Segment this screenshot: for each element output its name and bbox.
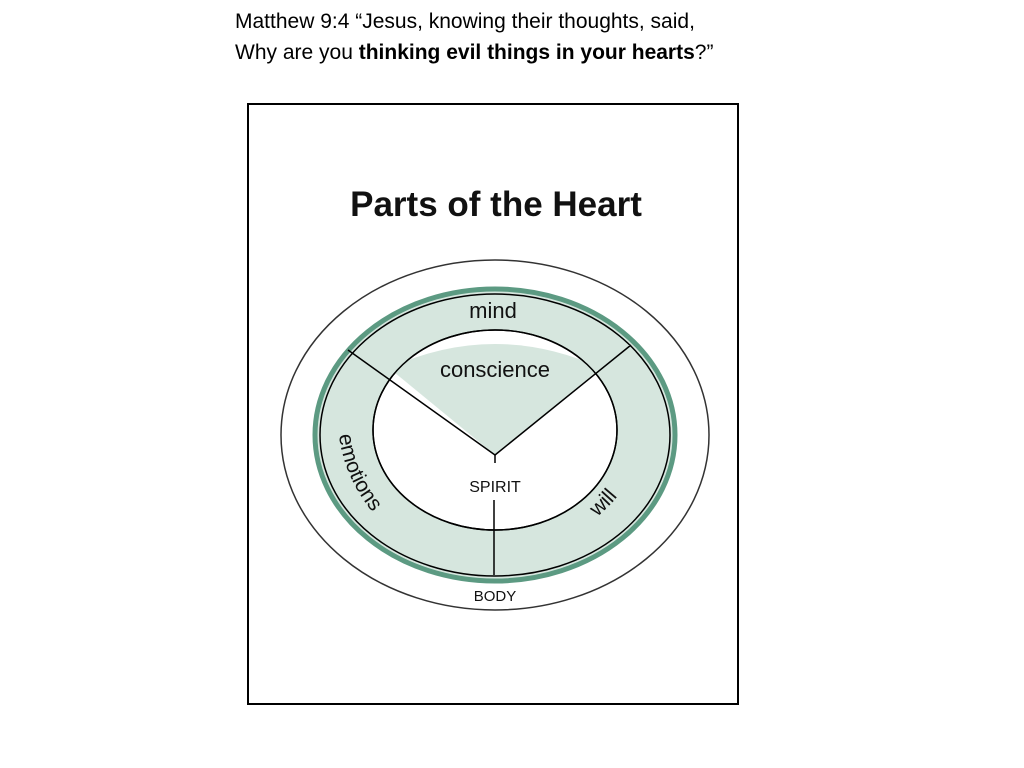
diagram-title: Parts of the Heart: [350, 185, 642, 224]
spirit-inner-outline: [372, 329, 618, 531]
conscience-wedge-tip: [389, 344, 601, 455]
divider-left: [347, 349, 496, 456]
diagram-frame: Parts of the Heart mind conscience SPIRI…: [247, 103, 739, 705]
heart-diagram: Parts of the Heart mind conscience SPIRI…: [280, 185, 710, 611]
label-mind: mind: [469, 298, 517, 323]
verse-text: Matthew 9:4 “Jesus, knowing their though…: [235, 6, 735, 68]
label-body: BODY: [474, 588, 517, 605]
label-spirit: SPIRIT: [469, 479, 521, 496]
verse-bold-word: hearts: [631, 41, 695, 64]
divider-right: [494, 344, 632, 456]
verse-text-end: ?”: [694, 41, 714, 64]
verse-bold-phrase: thinking evil things in your: [358, 41, 626, 64]
verse-text-start: Matthew 9:4 “Jesus, knowing their though…: [235, 10, 695, 64]
soul-ring-inner-line: [319, 293, 671, 577]
label-conscience: conscience: [440, 357, 550, 382]
